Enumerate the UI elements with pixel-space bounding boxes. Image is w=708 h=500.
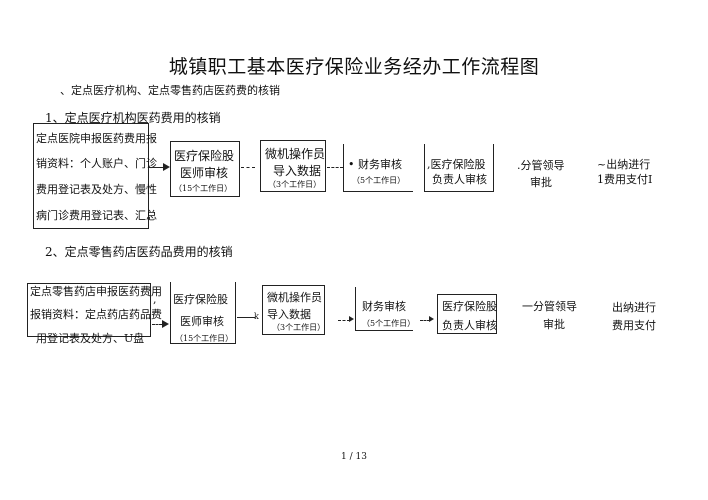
- flow2-step3-days: （5个工作日）: [362, 319, 416, 328]
- flow2-step1-days: （15个工作日）: [175, 334, 234, 343]
- flow2-material-line: 定点零售药店申报医药费用: [30, 285, 162, 298]
- flow2-step5-label: 审批: [543, 318, 565, 331]
- flow1-step5-label: .分管领导: [517, 159, 565, 172]
- flow1-connector: [149, 167, 163, 168]
- flow1-connector: [327, 167, 343, 168]
- flow1-step2-label: 导入数据: [273, 164, 322, 178]
- flow2-step2-label: 导入数据: [267, 308, 311, 321]
- flow2-step5-label: 一分管领导: [522, 300, 577, 313]
- flow2-connector: [420, 320, 430, 321]
- flow2-step2-box: [262, 285, 325, 335]
- flow2-material-box: [27, 283, 151, 337]
- flow2-step1-label: 医疗保险股: [173, 293, 228, 306]
- flow1-step2-days: （3个工作日）: [268, 180, 322, 189]
- flow1-material-line: 病门诊费用登记表、汇总: [36, 209, 157, 222]
- flow2-step6-label: 出纳进行: [612, 301, 656, 314]
- flow2-step2-days: （3个工作日）: [272, 323, 326, 332]
- flow1-step2-box: [260, 140, 326, 192]
- flow1-material-line: 定点医院申报医药费用报: [36, 132, 157, 145]
- section-heading: 、定点医疗机构、定点零售药店医药费的核销: [60, 84, 280, 97]
- flow2-step1-label: 医师审核: [180, 315, 224, 328]
- flow1-material-line: 销资料：个人账户、门诊: [36, 157, 157, 170]
- flow2-step4-label: 医疗保险股: [442, 300, 497, 313]
- flow2-step3-label: 财务审核: [362, 300, 406, 313]
- flow2-arrow-tip-icon: k: [254, 312, 259, 321]
- flow1-step4-box: [424, 144, 494, 192]
- flow2-step1-box: [170, 282, 236, 344]
- flow2-heading: 2、定点零售药店医药品费用的核销: [45, 245, 233, 259]
- flow1-step4-label: 负责人审核: [432, 173, 487, 186]
- flow1-step6-label: ~出纳进行: [597, 158, 651, 171]
- flow1-step1-label: 医疗保险股: [174, 149, 235, 163]
- flow1-connector: [241, 167, 255, 168]
- flow2-arrow-icon: [429, 316, 434, 322]
- flow1-step5-label: 审批: [530, 176, 552, 189]
- flow1-step1-days: （15个工作日）: [174, 184, 233, 193]
- flow1-material-line: 费用登记表及处方、慢性: [36, 183, 157, 196]
- flow2-step4-box: [437, 294, 497, 334]
- flow1-step2-label: 微机操作员: [265, 147, 326, 161]
- flow2-connector: [338, 320, 350, 321]
- flow1-arrow-icon: [163, 163, 170, 171]
- flow2-material-line: 报销资料：定点药店药品费: [30, 308, 162, 321]
- flow2-comma: ,: [153, 293, 157, 306]
- flow2-arrow-icon: [162, 320, 169, 328]
- page-number: 1 / 13: [341, 452, 367, 462]
- flow1-step3-days: （5个工作日）: [352, 176, 406, 185]
- flow1-step3-box: [343, 144, 413, 192]
- flow2-step4-label: 负责人审核: [442, 319, 497, 332]
- flow1-step1-label: 医师审核: [180, 166, 229, 180]
- flow1-step4-label: ,医疗保险股: [427, 158, 486, 171]
- flow2-material-line: 用登记表及处方、U盘: [36, 332, 145, 345]
- flow2-step3-box: [355, 287, 413, 331]
- flow2-step6-label: 费用支付: [612, 319, 656, 332]
- flow1-heading: 1、定点医疗机构医药费用的核销: [45, 111, 221, 125]
- flow2-connector: [152, 324, 162, 325]
- flow2-step2-label: 微机操作员: [267, 291, 322, 304]
- flow1-step3-label: • 财务审核: [348, 158, 402, 171]
- flow2-arrow-icon: [349, 316, 354, 322]
- page-title: 城镇职工基本医疗保险业务经办工作流程图: [168, 56, 540, 78]
- flow1-step6-label: 1费用支付I: [597, 173, 653, 186]
- flow1-material-box: [33, 123, 149, 229]
- flow2-connector: [237, 317, 255, 318]
- flow1-step1-box: [170, 141, 240, 197]
